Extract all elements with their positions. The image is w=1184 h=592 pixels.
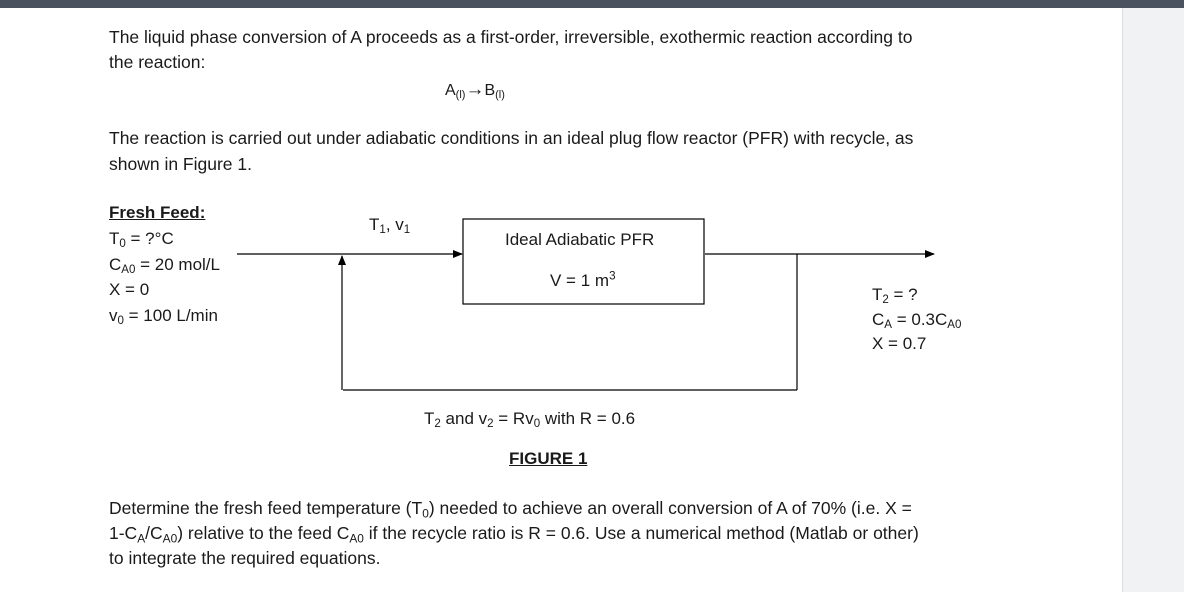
- feed-temperature: T0 = ?°C: [109, 229, 174, 251]
- figure-caption: FIGURE 1: [509, 449, 588, 468]
- product: B: [484, 82, 496, 99]
- fresh-feed-heading: Fresh Feed:: [109, 203, 206, 222]
- question-line-2: 1-CA/CA0) relative to the feed CA0 if th…: [109, 523, 919, 546]
- conditions-line-1: The reaction is carried out under adiaba…: [109, 128, 914, 148]
- outlet-conversion: X = 0.7: [872, 334, 927, 353]
- mixed-stream-label: T1, v1: [369, 215, 411, 237]
- window-top-bar: [0, 0, 1184, 8]
- question-line-1: Determine the fresh feed temperature (T0…: [109, 498, 912, 521]
- product-phase: (l): [495, 89, 505, 101]
- outlet-concentration: CA = 0.3CA0: [872, 310, 962, 332]
- recycle-label: T2 and v2 = Rv0 with R = 0.6: [424, 409, 636, 431]
- reactant: A: [445, 82, 456, 99]
- reaction-arrow-icon: →: [465, 79, 485, 100]
- pfr-reactor-box: [462, 218, 705, 305]
- flow-diagram: [237, 218, 935, 391]
- feed-concentration: CA0 = 20 mol/L: [109, 255, 220, 277]
- feed-conversion: X = 0: [109, 280, 150, 299]
- intro-line-2: the reaction:: [109, 52, 206, 72]
- reactant-phase: (l): [455, 89, 466, 101]
- document-page: The liquid phase conversion of A proceed…: [0, 8, 1122, 592]
- reaction-equation: A(l)→B(l): [445, 77, 505, 108]
- question-line-3: to integrate the required equations.: [109, 548, 381, 568]
- conditions-line-2: shown in Figure 1.: [109, 154, 252, 174]
- reactor-title: Ideal Adiabatic PFR: [505, 230, 655, 249]
- scrollbar-gutter[interactable]: [1122, 8, 1184, 592]
- outlet-temperature: T2 = ?: [872, 285, 918, 307]
- intro-line-1: The liquid phase conversion of A proceed…: [109, 27, 913, 47]
- reactor-volume: V = 1 m3: [550, 270, 616, 290]
- feed-flowrate: v0 = 100 L/min: [109, 306, 218, 328]
